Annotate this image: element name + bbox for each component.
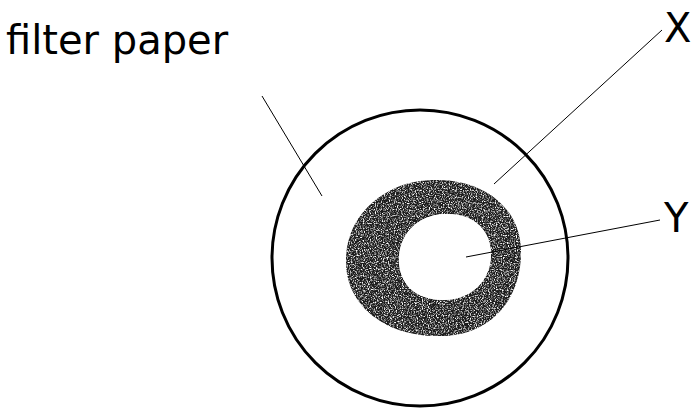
white-centre	[399, 214, 491, 300]
dark-ring	[346, 180, 521, 336]
filter-paper-circle	[272, 110, 568, 406]
callout-letter: Y	[664, 196, 688, 240]
leader-line	[262, 96, 322, 196]
callout-letter: X	[664, 6, 691, 50]
leader-line	[466, 220, 660, 257]
part-label: filter paper	[6, 18, 228, 62]
leader-line	[494, 30, 662, 184]
